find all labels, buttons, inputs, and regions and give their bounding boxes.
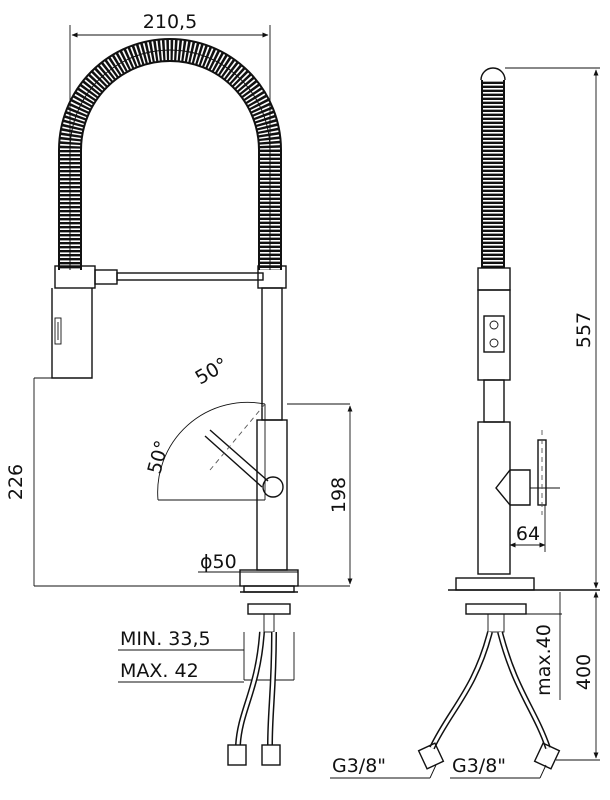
thread-label-right: G3/8" [452,755,506,777]
fixing-nut [247,603,291,615]
side-spray-head [477,289,511,381]
side-lever-base [495,469,531,506]
main-pipe [261,287,283,421]
dim-height-lever: 198 [328,477,350,513]
dim-angle-left: 50° [144,438,174,476]
side-view: 64 557 max.40 400 G3/8" G3/8" [330,67,600,779]
dim-diameter: ϕ50 [200,551,237,573]
dim-height-spout: 226 [5,464,27,500]
side-spray-buttons [483,315,505,353]
faucet-body [256,419,288,571]
hose-fitting-right [261,744,281,766]
dim-hose-length: 400 [573,654,595,690]
side-fixing-nut [465,603,527,615]
side-spray-collar [477,267,511,291]
side-body [477,421,511,575]
spray-head [51,265,118,379]
dim-max-thickness: MAX. 42 [120,660,199,682]
spring-coil [58,38,282,270]
side-base-flange [455,577,535,591]
side-spring [480,67,506,268]
lever-arm [209,429,269,482]
side-hose-fitting-right [533,742,561,770]
hose-fitting-left [227,744,247,766]
dim-min-thickness: MIN. 33,5 [120,628,211,650]
dim-max-deck: max.40 [533,624,555,696]
side-hose-fitting-left [417,742,445,770]
connector-bar [116,272,264,281]
dim-angle-upper: 50° [192,353,232,389]
angle-arc [157,401,266,501]
dim-height-total: 557 [573,312,595,348]
thread-label-left: G3/8" [332,755,386,777]
lever-knob [262,476,284,498]
dim-lever-depth: 64 [516,523,540,545]
front-view: 210,5 226 198 ϕ50 50° 50° MIN. 33,5 MAX.… [5,11,353,766]
dim-width-top: 210,5 [143,11,197,33]
